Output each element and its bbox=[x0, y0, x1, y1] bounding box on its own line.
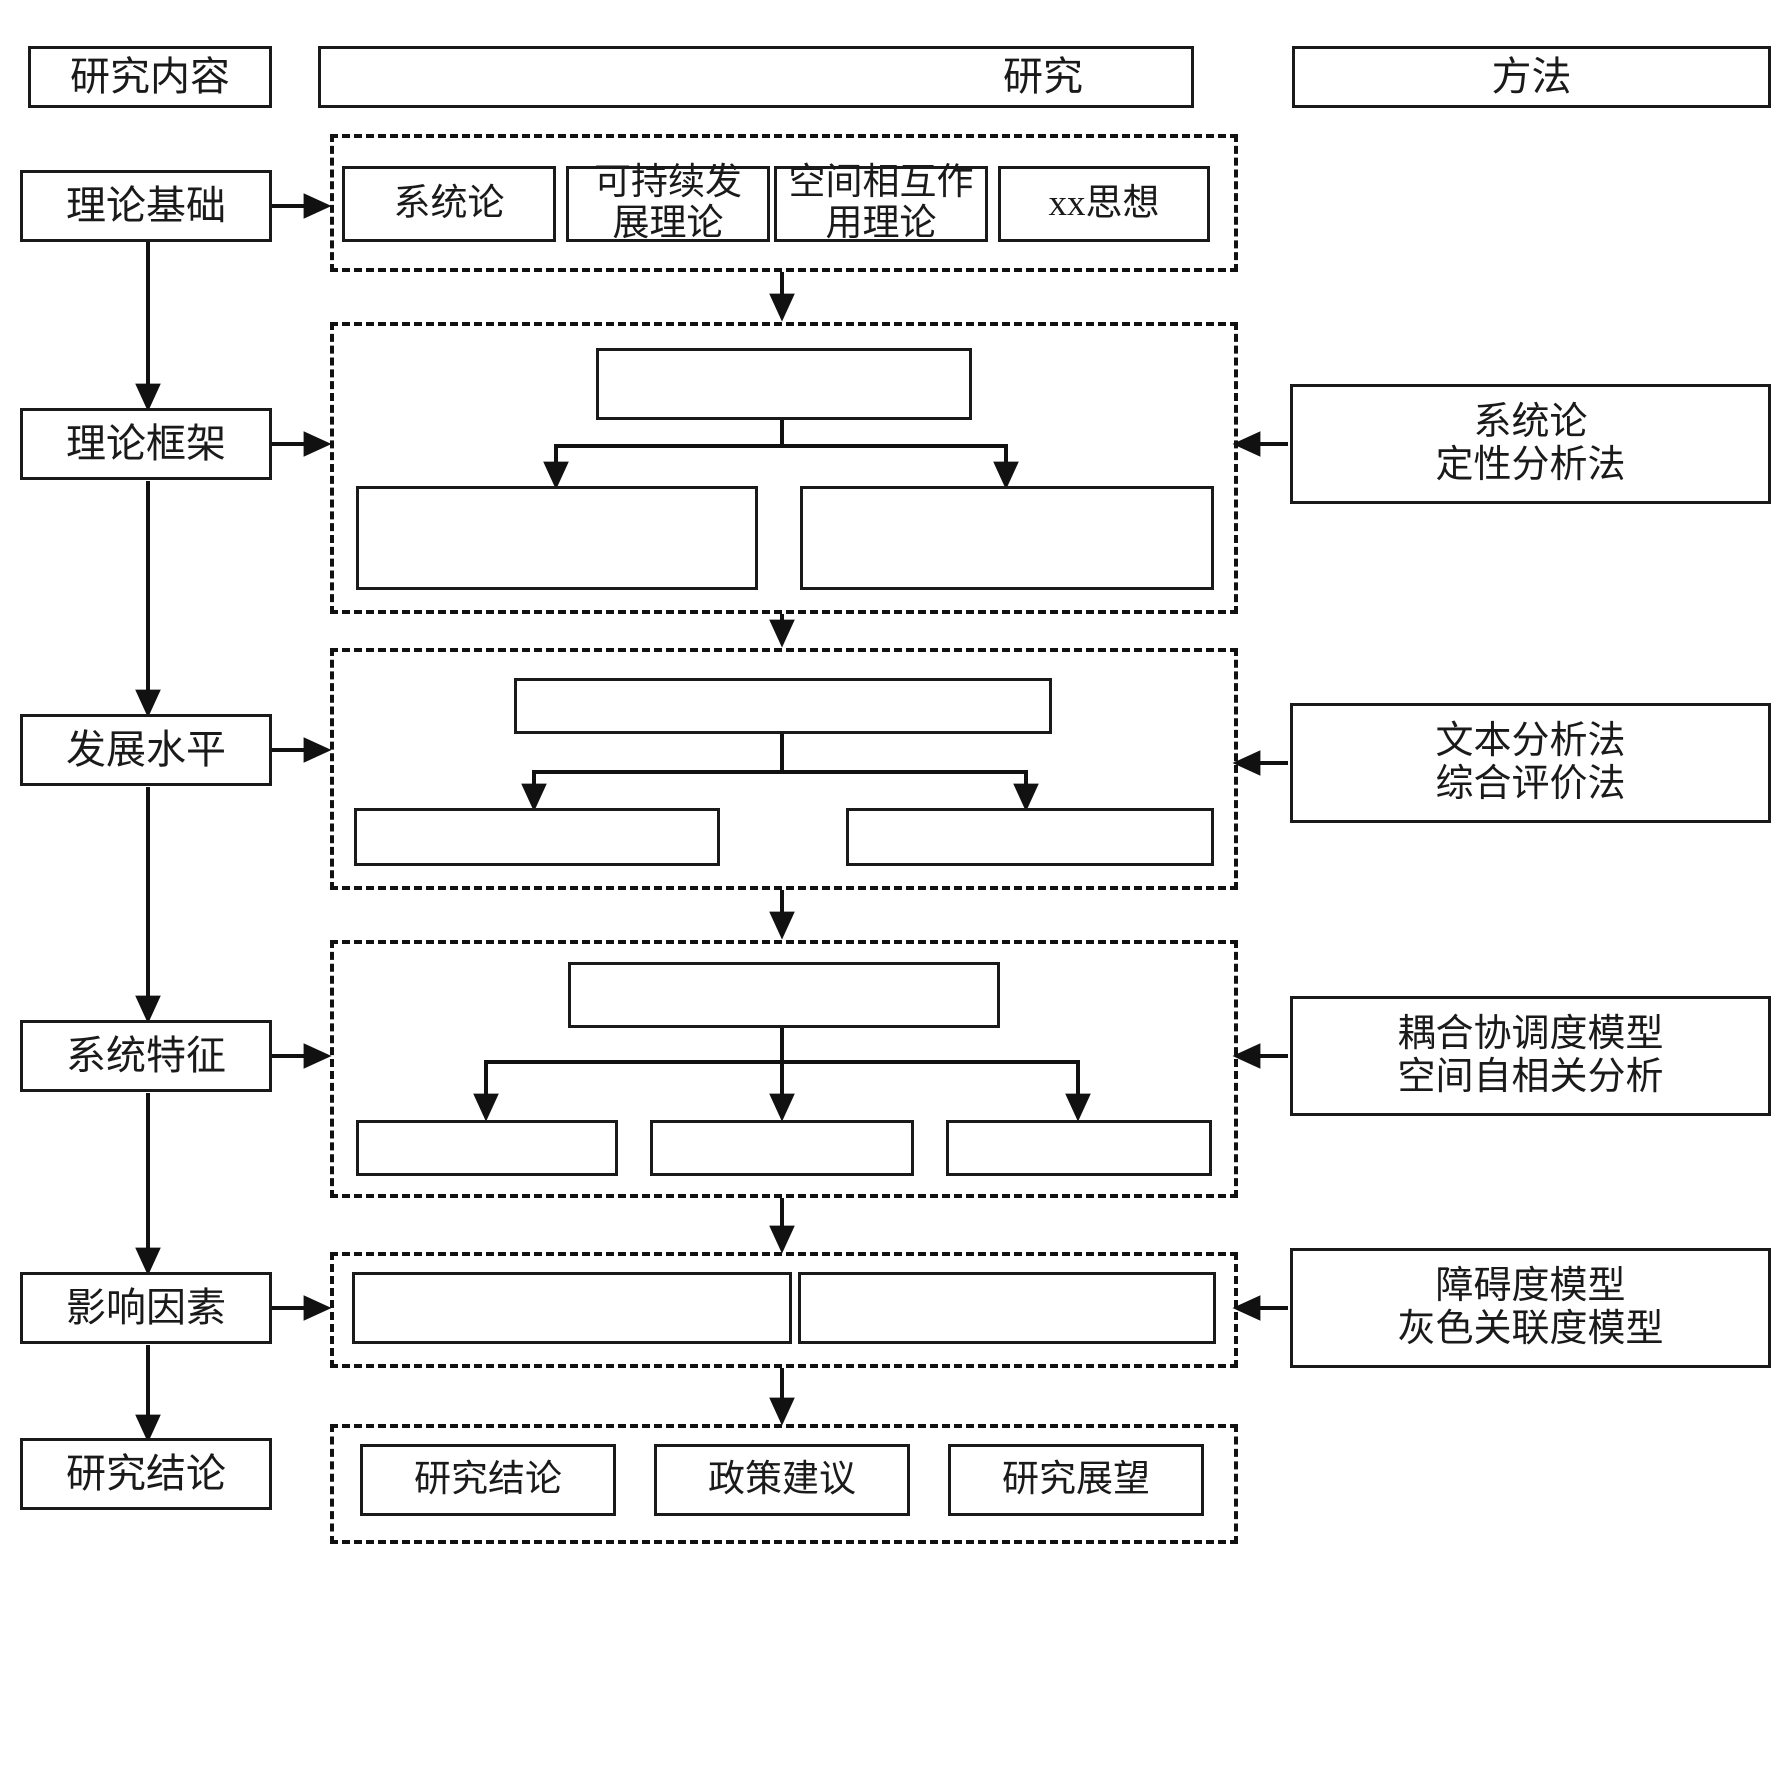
group-theory-framework bbox=[330, 322, 1238, 614]
method-development-level[interactable]: 文本分析法 综合评价法 bbox=[1290, 703, 1771, 823]
method-system-features[interactable]: 耦合协调度模型 空间自相关分析 bbox=[1290, 996, 1771, 1116]
stage-conclusion[interactable]: 研究结论 bbox=[20, 1438, 272, 1510]
conclusion-item-policy-suggestion[interactable]: 政策建议 bbox=[654, 1444, 910, 1516]
theory-item-sustainable-development[interactable]: 可持续发 展理论 bbox=[566, 162, 770, 244]
group-theory-basis bbox=[330, 134, 1238, 272]
stage-system-features[interactable]: 系统特征 bbox=[20, 1020, 272, 1092]
theory-item-spatial-interaction[interactable]: 空间相互作 用理论 bbox=[774, 162, 988, 244]
features-child-right[interactable] bbox=[946, 1120, 1212, 1176]
framework-child-left[interactable] bbox=[356, 486, 758, 590]
features-child-left[interactable] bbox=[356, 1120, 618, 1176]
framework-child-right[interactable] bbox=[800, 486, 1214, 590]
header-method: 方法 bbox=[1292, 46, 1771, 108]
devlevel-child-left[interactable] bbox=[354, 808, 720, 866]
stage-influencing-factors[interactable]: 影响因素 bbox=[20, 1272, 272, 1344]
theory-item-systems-theory[interactable]: 系统论 bbox=[342, 166, 556, 242]
group-system-features bbox=[330, 940, 1238, 1198]
header-research-content: 研究内容 bbox=[28, 46, 272, 108]
theory-item-xx-thought[interactable]: xx思想 bbox=[998, 166, 1210, 242]
group-influencing-factors bbox=[330, 1252, 1238, 1368]
features-child-middle[interactable] bbox=[650, 1120, 914, 1176]
conclusion-item-research-outlook[interactable]: 研究展望 bbox=[948, 1444, 1204, 1516]
devlevel-child-right[interactable] bbox=[846, 808, 1214, 866]
method-influencing-factors[interactable]: 障碍度模型 灰色关联度模型 bbox=[1290, 1248, 1771, 1368]
header-research: 研究 bbox=[318, 46, 1194, 108]
stage-theory-basis[interactable]: 理论基础 bbox=[20, 170, 272, 242]
stage-development-level[interactable]: 发展水平 bbox=[20, 714, 272, 786]
factors-box-right[interactable] bbox=[798, 1272, 1216, 1344]
features-top-box[interactable] bbox=[568, 962, 1000, 1028]
group-development-level bbox=[330, 648, 1238, 890]
group-conclusions bbox=[330, 1424, 1238, 1544]
devlevel-top-box[interactable] bbox=[514, 678, 1052, 734]
factors-box-left[interactable] bbox=[352, 1272, 792, 1344]
method-theory-framework[interactable]: 系统论 定性分析法 bbox=[1290, 384, 1771, 504]
stage-theory-framework[interactable]: 理论框架 bbox=[20, 408, 272, 480]
framework-top-box[interactable] bbox=[596, 348, 972, 420]
conclusion-item-research-conclusion[interactable]: 研究结论 bbox=[360, 1444, 616, 1516]
